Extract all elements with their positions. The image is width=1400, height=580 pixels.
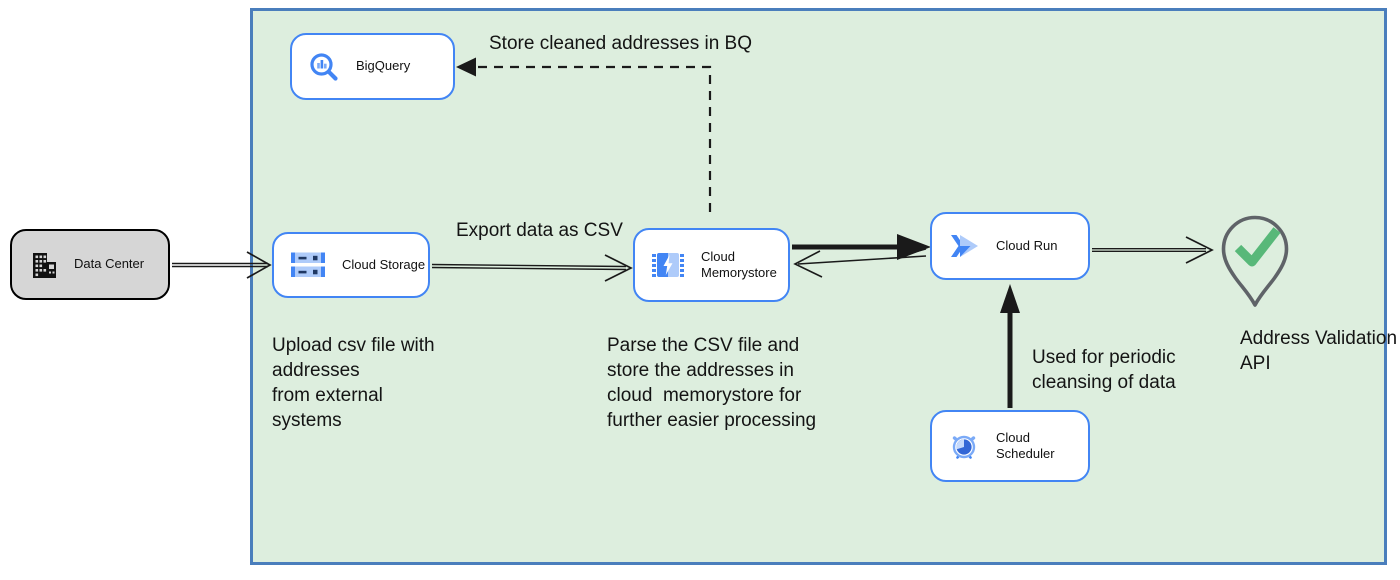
- node-cloud-memorystore[interactable]: Cloud Memorystore: [633, 228, 790, 302]
- node-data-center[interactable]: Data Center: [10, 229, 170, 300]
- magnifier-chart-icon: [308, 51, 340, 83]
- node-cloud-run[interactable]: Cloud Run: [930, 212, 1090, 280]
- node-label: BigQuery: [356, 58, 411, 74]
- note-scheduler: Used for periodic cleansing of data: [1032, 347, 1176, 393]
- node-label: Data Center: [74, 256, 145, 272]
- node-cloud-storage[interactable]: Cloud Storage: [272, 232, 430, 298]
- pin-label: Address Validation API: [1240, 328, 1398, 374]
- node-label: Cloud Memorystore: [701, 248, 777, 280]
- node-cloud-scheduler[interactable]: Cloud Scheduler: [930, 410, 1090, 482]
- note-parse-csv: Parse the CSV file and store the address…: [607, 335, 817, 431]
- map-pin-check-icon[interactable]: [1216, 208, 1296, 310]
- note-upload-csv: Upload csv file with addresses from exte…: [272, 335, 435, 431]
- node-label: Cloud Run: [996, 237, 1058, 253]
- memory-chip-bolt-icon: [651, 250, 685, 280]
- node-label: Cloud Scheduler: [996, 429, 1055, 461]
- label-store-bq: Store cleaned addresses in BQ: [489, 33, 752, 54]
- alarm-clock-icon: [948, 430, 980, 462]
- node-label: Cloud Storage: [342, 256, 426, 272]
- label-export-csv: Export data as CSV: [456, 220, 623, 241]
- storage-buckets-icon: [290, 251, 326, 279]
- gcp-boundary-box: [250, 8, 1387, 565]
- building-icon: [28, 250, 58, 280]
- node-bigquery[interactable]: BigQuery: [290, 33, 455, 100]
- run-chevrons-icon: [948, 231, 980, 261]
